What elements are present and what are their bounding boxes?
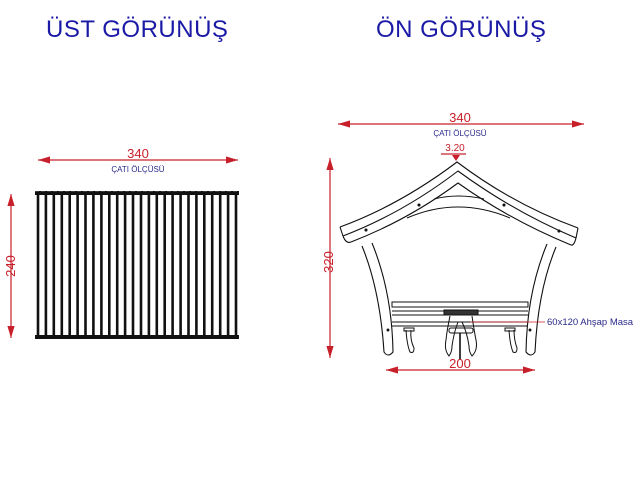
roof-slat [68,195,71,335]
roof-slat [187,195,190,335]
top-width-dimension: 340 ÇATI ÖLÇÜSÜ [38,146,238,174]
top-view-title: ÜST GÖRÜNÜŞ [46,16,229,43]
ridge-height-label: 3.20 [445,143,465,154]
front-height-dimension: 320 [321,158,336,358]
picnic-table [391,301,529,360]
roof-slat [171,195,174,335]
roof-slat [147,195,151,335]
roof-slat [203,195,206,335]
roof-slat [226,195,230,335]
roof-slat [155,195,159,335]
roof-slat [52,195,56,335]
top-width-caption: ÇATI ÖLÇÜSÜ [111,165,164,174]
gazebo-posts [361,242,557,356]
front-base-label: 200 [449,356,471,371]
roof-slat [100,195,103,335]
roof-slat [123,195,127,335]
front-base-dimension: 200 [386,356,535,374]
top-rail [35,191,239,195]
table-note-label: 60x120 Ahşap Masa [547,317,634,328]
front-width-dimension: 340 ÇATI ÖLÇÜSÜ [338,110,584,138]
front-view: 340 ÇATI ÖLÇÜSÜ 3.20 320 [321,110,634,374]
roof-slat [163,195,166,335]
roof-slat [76,195,79,335]
roof-slat [44,195,48,335]
roof-slat [139,195,143,335]
roof-slat [131,195,135,335]
roof-slat [195,195,198,335]
roof-slat [108,195,111,335]
top-view: 340 ÇATI ÖLÇÜSÜ 240 [3,146,239,339]
front-width-label: 340 [449,110,471,125]
top-depth-dimension: 240 [3,194,18,338]
gazebo-roof [339,161,579,246]
roof-slat [84,195,87,335]
roof-slat [36,195,40,335]
top-width-label: 340 [127,146,149,161]
bottom-rail [35,335,239,339]
roof-slat [179,195,182,335]
roof-slat [210,195,214,335]
roof-slat [234,195,238,335]
ridge-height-marker: 3.20 [441,143,466,161]
roof-slats [36,195,238,335]
roof-slat [115,195,119,335]
top-depth-label: 240 [3,255,18,277]
roof-slat [92,195,95,335]
front-height-label: 320 [321,251,336,273]
roof-slat [218,195,222,335]
front-width-caption: ÇATI ÖLÇÜSÜ [433,129,486,138]
roof-slat [60,195,64,335]
front-view-title: ÖN GÖRÜNÜŞ [376,16,547,43]
table-note: 60x120 Ahşap Masa [470,317,634,328]
